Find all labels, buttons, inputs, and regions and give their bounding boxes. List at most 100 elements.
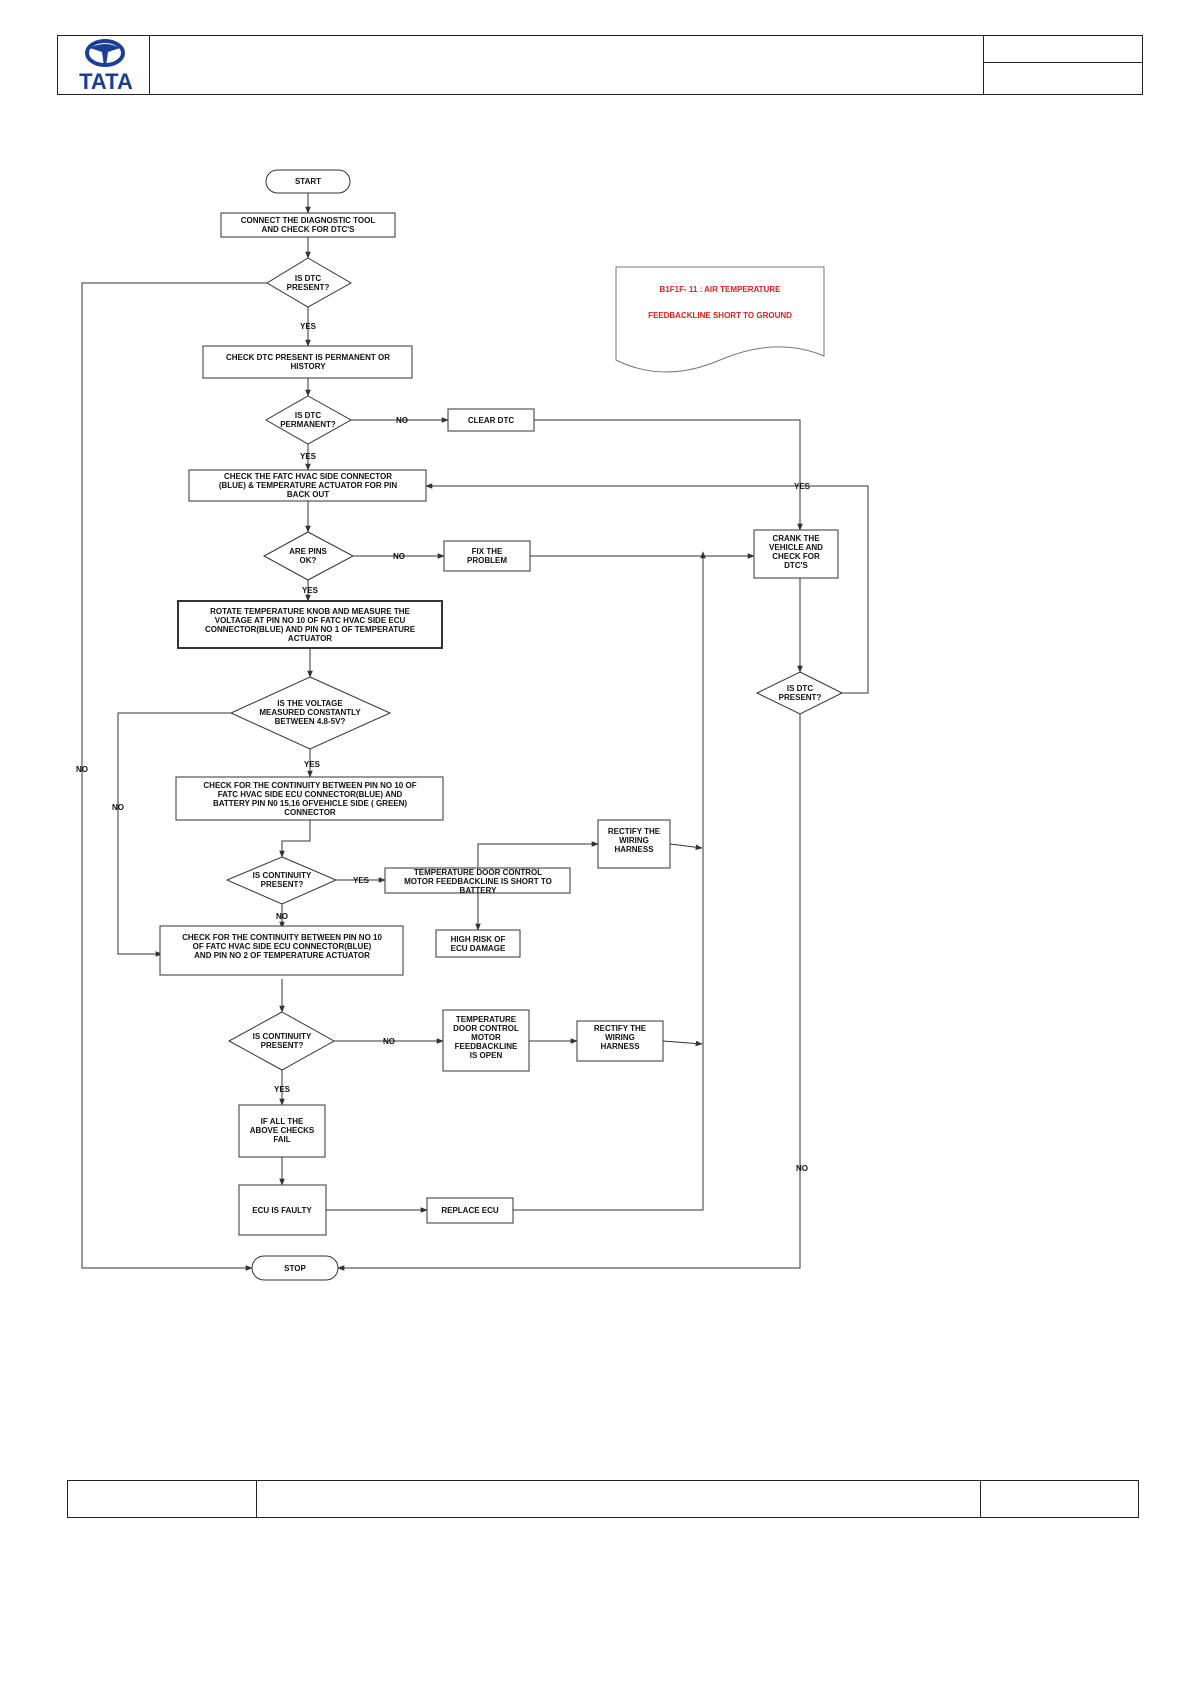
note-shape [615, 266, 825, 373]
is-voltage-line2: MEASURED CONSTANTLY [259, 708, 361, 717]
edge-label-yes-cont1: YES [353, 876, 370, 885]
edge-label-no-cont1: NO [276, 912, 288, 921]
is-dtc-present-2-line1: IS DTC [787, 684, 813, 693]
is-continuity-2-line1: IS CONTINUITY [253, 1032, 312, 1041]
rectify-1-line3: HARNESS [614, 845, 654, 854]
check-permanent-line2: HISTORY [290, 362, 326, 371]
fix-problem-line1: FIX THE [472, 547, 503, 556]
note-line2: FEEDBACKLINE SHORT TO GROUND [648, 311, 792, 320]
check-connector-line2: (BLUE) & TEMPERATURE ACTUATOR FOR PIN [219, 481, 398, 490]
edge-label-yes-pins: YES [302, 586, 319, 595]
rotate-knob-box [177, 600, 443, 649]
all-checks-fail-line3: FAIL [273, 1135, 290, 1144]
crank-vehicle-box [753, 529, 839, 579]
crank-vehicle-line4: DTC'S [784, 561, 808, 570]
note-line1: B1F1F- 11 : AIR TEMPERATURE [660, 285, 782, 294]
crank-vehicle-line2: VEHICLE AND [769, 543, 823, 552]
check-continuity-1-line1: CHECK FOR THE CONTINUITY BETWEEN PIN NO … [203, 781, 416, 790]
is-dtc-permanent-decision [264, 395, 353, 445]
short-battery-line1: TEMPERATURE DOOR CONTROL [414, 868, 542, 877]
all-checks-fail-box [238, 1104, 326, 1158]
crank-vehicle-line1: CRANK THE [772, 534, 820, 543]
is-voltage-decision [229, 676, 392, 750]
replace-ecu-box [426, 1197, 514, 1224]
check-connector-line1: CHECK THE FATC HVAC SIDE CONNECTOR [224, 472, 392, 481]
tata-logo-icon [85, 39, 125, 67]
stop-label: STOP [284, 1264, 306, 1273]
footer-frame [67, 1480, 1139, 1518]
check-continuity-2-line3: AND PIN NO 2 OF TEMPERATURE ACTUATOR [194, 951, 370, 960]
is-voltage-line3: BETWEEN 4.8-5V? [275, 717, 346, 726]
open-line-line5: IS OPEN [470, 1051, 503, 1060]
is-dtc-permanent-line1: IS DTC [295, 411, 321, 420]
check-permanent-line1: CHECK DTC PRESENT IS PERMANENT OR [226, 353, 390, 362]
edge-label-no-dtc: NO [76, 765, 88, 774]
check-permanent-box [202, 345, 413, 379]
check-continuity-1-line4: CONNECTOR [284, 808, 336, 817]
open-line-line1: TEMPERATURE [456, 1015, 517, 1024]
start-label: START [295, 177, 321, 186]
connect-tool-line2: AND CHECK FOR DTC'S [261, 225, 355, 234]
is-continuity-2-line2: PRESENT? [261, 1041, 304, 1050]
check-connector-line3: BACK OUT [287, 490, 329, 499]
stop-terminal [251, 1255, 339, 1281]
is-dtc-present-line2: PRESENT? [287, 283, 330, 292]
connect-tool-box [220, 212, 396, 238]
is-dtc-present-2-line2: PRESENT? [779, 693, 822, 702]
edge-label-no-permanent: NO [396, 416, 408, 425]
footer-left-cell [67, 1480, 257, 1518]
rectify-2-box [576, 1020, 664, 1062]
check-continuity-2-line1: CHECK FOR THE CONTINUITY BETWEEN PIN NO … [182, 933, 382, 942]
edge-label-no-dtc2: NO [796, 1164, 808, 1173]
check-continuity-1-line3: BATTERY PIN N0 15,16 OFVEHICLE SIDE ( GR… [213, 799, 407, 808]
check-connector-box [188, 469, 427, 502]
rotate-knob-line2: VOLTAGE AT PIN NO 10 OF FATC HVAC SIDE E… [215, 616, 406, 625]
is-dtc-present-2-decision [755, 671, 844, 715]
connectors [81, 193, 869, 1271]
logo-text: TATA [79, 69, 133, 94]
edge-label-no-pins: NO [393, 552, 405, 561]
is-dtc-permanent-line2: PERMANENT? [280, 420, 336, 429]
rectify-1-line1: RECTIFY THE [608, 827, 661, 836]
rectify-2-line2: WIRING [605, 1033, 635, 1042]
rectify-1-box [597, 819, 671, 869]
header-right-cell [983, 35, 1143, 95]
crank-vehicle-line3: CHECK FOR [772, 552, 820, 561]
ecu-faulty-label: ECU IS FAULTY [252, 1206, 312, 1215]
is-continuity-1-decision [225, 856, 338, 905]
high-risk-line2: ECU DAMAGE [451, 944, 506, 953]
clear-dtc-box [447, 408, 535, 432]
connect-tool-line1: CONNECT THE DIAGNOSTIC TOOL [241, 216, 376, 225]
start-terminal [265, 169, 351, 194]
short-battery-line2: MOTOR FEEDBACKLINE IS SHORT TO [404, 877, 552, 886]
rectify-1-line2: WIRING [619, 836, 649, 845]
rotate-knob-line4: ACTUATOR [288, 634, 332, 643]
is-voltage-line1: IS THE VOLTAGE [277, 699, 343, 708]
check-continuity-2-box [159, 925, 404, 976]
edge-label-yes-permanent: YES [300, 452, 317, 461]
rectify-2-line3: HARNESS [600, 1042, 640, 1051]
check-continuity-1-box [175, 776, 444, 821]
edge-label-yes-cont2: YES [274, 1085, 291, 1094]
rotate-knob-line3: CONNECTOR(BLUE) AND PIN NO 1 OF TEMPERAT… [205, 625, 416, 634]
high-risk-line1: HIGH RISK OF [451, 935, 506, 944]
is-continuity-2-decision [227, 1011, 336, 1071]
open-line-line4: FEEDBACKLINE [455, 1042, 518, 1051]
are-pins-ok-line2: OK? [300, 556, 317, 565]
open-line-line2: DOOR CONTROL [453, 1024, 519, 1033]
header-frame [57, 35, 1143, 95]
rotate-knob-line1: ROTATE TEMPERATURE KNOB AND MEASURE THE [210, 607, 410, 616]
is-dtc-present-decision [266, 257, 353, 308]
edge-label-yes-crank: YES [794, 482, 811, 491]
rectify-2-line1: RECTIFY THE [594, 1024, 647, 1033]
all-checks-fail-line1: IF ALL THE [261, 1117, 304, 1126]
header-logo-cell [57, 35, 150, 95]
edge-label-yes-dtc: YES [300, 322, 317, 331]
edge-label-no-cont2: NO [383, 1037, 395, 1046]
open-line-box [442, 1009, 530, 1072]
are-pins-ok-decision [262, 531, 355, 581]
fix-problem-line2: PROBLEM [467, 556, 507, 565]
header-right-divider [983, 62, 1143, 63]
edge-label-no-voltage: NO [112, 803, 124, 812]
clear-dtc-label: CLEAR DTC [468, 416, 514, 425]
